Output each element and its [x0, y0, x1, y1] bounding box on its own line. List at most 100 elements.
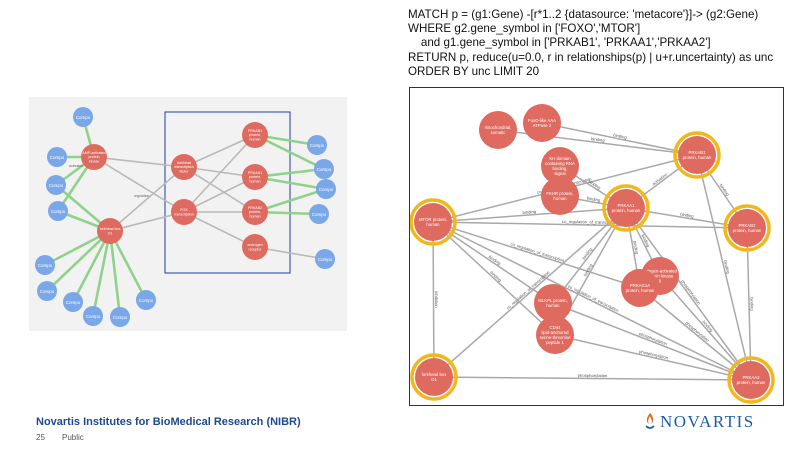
graph-edge[interactable]: [432, 221, 641, 289]
gene-node[interactable]: FKHR protein,human: [541, 177, 579, 215]
novartis-logo: NOVARTIS: [644, 412, 755, 432]
compound-node[interactable]: Compo: [316, 179, 336, 199]
compound-node[interactable]: Compo: [83, 306, 103, 326]
compound-node[interactable]: Compo: [314, 159, 334, 179]
flame-icon: [645, 413, 655, 429]
compound-node[interactable]: Compo: [307, 135, 327, 155]
gene-node[interactable]: mitochondrial,somatic: [479, 111, 517, 149]
graph-edge[interactable]: [183, 134, 256, 213]
graph-edge[interactable]: [432, 221, 752, 381]
graph-edge[interactable]: [541, 122, 698, 156]
compound-label: Compo: [51, 209, 66, 214]
edge-label: binding: [613, 132, 628, 140]
edge-label: binding: [680, 211, 695, 218]
graph-edge[interactable]: [183, 176, 256, 213]
gene-node[interactable]: MTOR protein,human: [409, 198, 457, 246]
graph-edge[interactable]: [639, 287, 752, 381]
graph-edge[interactable]: [183, 166, 256, 213]
compound-node[interactable]: Compo: [37, 281, 57, 301]
edge-label: binding: [586, 195, 601, 202]
edge-label: binding: [588, 179, 603, 191]
logo-wordmark: NOVARTIS: [660, 412, 755, 431]
graph-edge[interactable]: [108, 230, 122, 318]
graph-edge[interactable]: [696, 154, 752, 381]
graph-edge[interactable]: [433, 207, 627, 378]
highlight-ring: [673, 131, 721, 179]
graph-edge[interactable]: [433, 376, 752, 381]
compound-node[interactable]: Compo: [315, 249, 335, 269]
compound-node[interactable]: Compo: [136, 290, 156, 310]
compound-node[interactable]: Compo: [35, 255, 55, 275]
graph-edge[interactable]: [71, 230, 112, 303]
graph-edge[interactable]: [552, 207, 627, 304]
graph-edge[interactable]: [91, 230, 112, 317]
gene-node[interactable]: MLKPL protein,human: [534, 284, 572, 322]
graph-edge[interactable]: [93, 156, 185, 213]
compound-label: Compo: [318, 257, 333, 262]
compound-node[interactable]: Compo: [63, 292, 83, 312]
graph-edge[interactable]: [46, 230, 111, 292]
edge-label: phosphorylation: [638, 331, 668, 347]
edge-label: binding: [640, 233, 651, 248]
graph-edge[interactable]: [552, 302, 752, 381]
graph-edge[interactable]: [432, 207, 627, 223]
compound-node[interactable]: Compo: [309, 204, 329, 224]
edge-label: binding: [591, 136, 606, 143]
gene-label: mitochondrial,somatic: [485, 125, 512, 135]
compound-node[interactable]: Compo: [46, 175, 66, 195]
compound-node[interactable]: Compo: [73, 107, 93, 127]
compound-label: Compo: [66, 300, 81, 305]
compound-label: Compo: [319, 187, 334, 192]
graph-edge[interactable]: [93, 156, 185, 168]
compound-node[interactable]: Compo: [47, 147, 67, 167]
selection-box: [164, 111, 291, 274]
compound-node[interactable]: Compo: [110, 307, 130, 327]
graph-edge[interactable]: [432, 221, 554, 304]
compound-label: Compo: [76, 115, 91, 120]
graph-edge[interactable]: [432, 221, 435, 378]
query-line: ORDER BY unc LIMIT 20: [408, 64, 540, 78]
edge-label: binding: [632, 240, 639, 255]
graph-edge[interactable]: [432, 221, 748, 229]
right-graph-canvas[interactable]: bindingco_regulation_of_transcriptionco_…: [409, 88, 783, 405]
compound-label: Compo: [86, 314, 101, 319]
compound-label: Compo: [113, 315, 128, 320]
compound-label: Compo: [312, 212, 327, 217]
graph-edge[interactable]: [432, 221, 556, 336]
graph-edge[interactable]: [746, 227, 752, 381]
graph-edge[interactable]: [554, 334, 752, 381]
compound-node[interactable]: Compo: [48, 201, 68, 221]
graph-edge[interactable]: [109, 166, 185, 232]
edge-label: binding: [582, 262, 593, 277]
graph-edge[interactable]: [625, 207, 752, 381]
graph-edge[interactable]: [183, 211, 256, 248]
gene-label: FKHR protein,human: [546, 191, 573, 201]
